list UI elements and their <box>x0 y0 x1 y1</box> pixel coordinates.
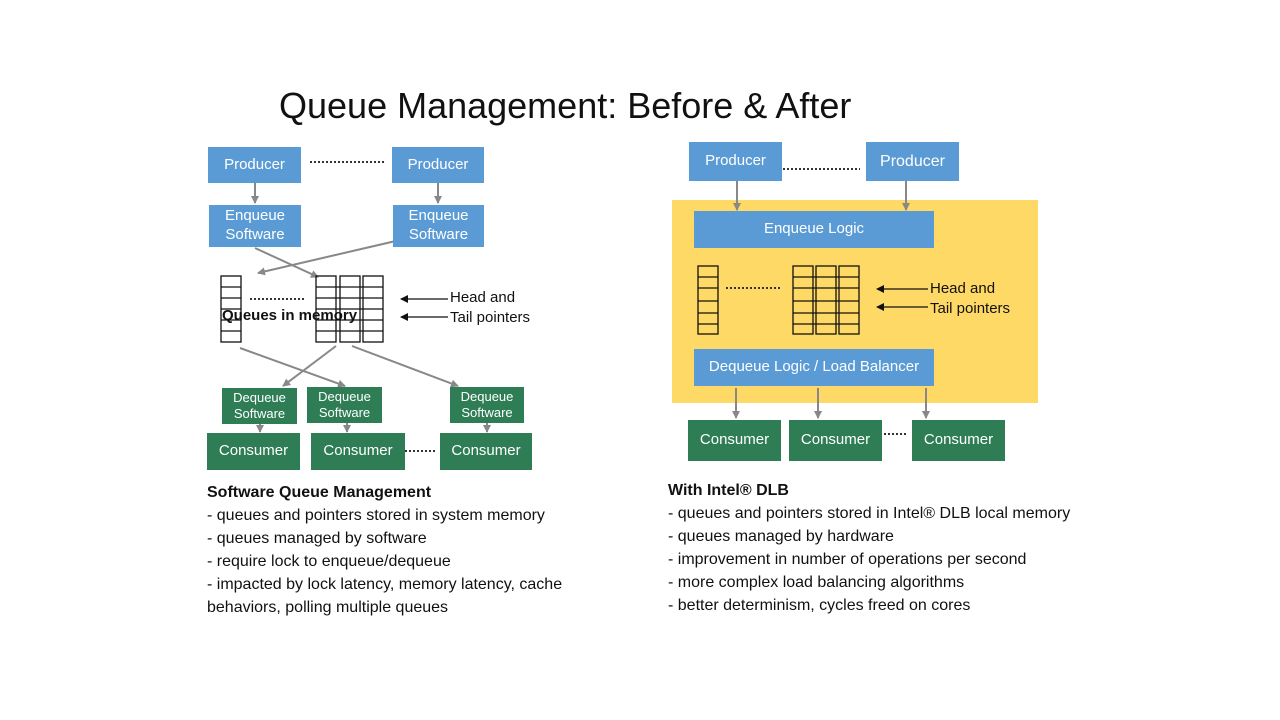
right-note-1: - queues and pointers stored in Intel® D… <box>668 505 1071 522</box>
right-note-4: - more complex load balancing algorithms <box>668 574 965 591</box>
arrow-queues-dequeue3 <box>351 345 459 388</box>
left-notes-heading: Software Queue Management <box>207 484 432 501</box>
left-enqueue-software-2: Enqueue Software <box>393 205 484 247</box>
left-enqueue-software-1: Enqueue Software <box>209 205 301 247</box>
left-note-5: behaviors, polling multiple queues <box>207 599 449 616</box>
arrow-enqueue1-queues <box>254 247 319 278</box>
right-notes: With Intel® DLB - queues and pointers st… <box>668 479 1070 617</box>
left-note-1: - queues and pointers stored in system m… <box>207 507 545 524</box>
left-dequeue-software-3: Dequeue Software <box>450 387 524 423</box>
left-queue-group <box>315 275 384 343</box>
left-producer-1: Producer <box>208 147 301 183</box>
left-notes: Software Queue Management - queues and p… <box>207 481 562 619</box>
arrow-enqueue2-queues <box>257 239 401 276</box>
right-note-3: - improvement in number of operations pe… <box>668 551 1027 568</box>
right-producer-2: Producer <box>866 142 959 181</box>
right-head-label: Head and <box>930 280 996 297</box>
slide-title: Queue Management: Before & After <box>279 85 852 126</box>
left-producer-2: Producer <box>392 147 484 183</box>
left-note-3: - require lock to enqueue/dequeue <box>207 553 451 570</box>
right-queue-group <box>792 265 860 335</box>
left-tail-label: Tail pointers <box>450 309 531 326</box>
left-head-label: Head and <box>450 289 516 306</box>
right-queue-single <box>697 265 719 335</box>
left-queue-single <box>220 275 242 343</box>
left-note-2: - queues managed by software <box>207 530 427 547</box>
arrow-queues-dequeue2 <box>282 345 337 387</box>
left-consumer-3: Consumer <box>440 433 532 470</box>
right-note-5: - better determinism, cycles freed on co… <box>668 597 971 614</box>
right-note-2: - queues managed by hardware <box>668 528 894 545</box>
right-producer-1: Producer <box>689 142 782 181</box>
left-note-4: - impacted by lock latency, memory laten… <box>207 576 563 593</box>
right-tail-label: Tail pointers <box>930 300 1011 317</box>
right-notes-heading: With Intel® DLB <box>668 482 789 499</box>
dequeue-logic-load-balancer-box: Dequeue Logic / Load Balancer <box>694 349 934 386</box>
left-dequeue-software-2: Dequeue Software <box>307 387 382 423</box>
right-consumer-1: Consumer <box>688 420 781 461</box>
enqueue-logic-box: Enqueue Logic <box>694 211 934 248</box>
left-consumer-2: Consumer <box>311 433 405 470</box>
right-consumer-2: Consumer <box>789 420 882 461</box>
arrow-queues-dequeue1 <box>239 347 346 388</box>
left-consumer-1: Consumer <box>207 433 300 470</box>
right-consumer-3: Consumer <box>912 420 1005 461</box>
queues-in-memory-label: Queues in memory <box>222 307 358 324</box>
left-dequeue-software-1: Dequeue Software <box>222 388 297 424</box>
